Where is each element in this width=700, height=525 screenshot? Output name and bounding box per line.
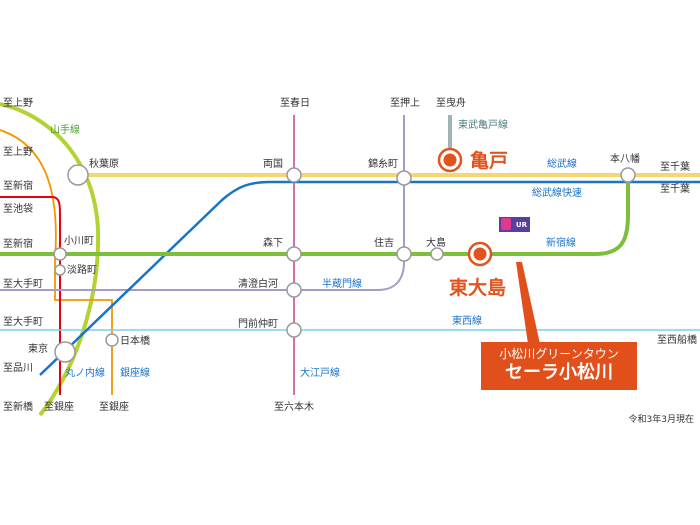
direction-shinbashi: 至新橋 (3, 400, 33, 413)
station-label-morishita: 森下 (263, 236, 283, 249)
direction-otemachi-2: 至大手町 (3, 315, 43, 328)
marunouchi-line (0, 196, 61, 395)
station-marker-motoyawata[interactable] (620, 167, 636, 183)
direction-ginza-1: 至銀座 (44, 400, 74, 413)
callout-pointer (516, 262, 540, 344)
direction-ueno-2: 至上野 (3, 146, 33, 158)
hanzomon-line (0, 115, 405, 291)
direction-oshiage: 至押上 (390, 96, 420, 109)
direction-chiba-2: 至千葉 (660, 182, 690, 195)
station-label-kameido: 亀戸 (470, 150, 508, 172)
sobu-rapid-line (39, 180, 700, 376)
station-marker-ogawamachi[interactable] (53, 247, 67, 261)
station-marker-ojima[interactable] (430, 247, 444, 261)
direction-ikebukuro: 至池袋 (3, 202, 33, 215)
property-callout-subtitle: 小松川グリーンタウン (499, 347, 619, 361)
ur-logo-mark (501, 218, 511, 230)
ur-logo: UR (499, 217, 530, 232)
oedo-line-label: 大江戸線 (300, 366, 340, 379)
station-label-higashiojima: 東大島 (449, 276, 506, 299)
marunouchi-line-label: 丸ノ内線 (65, 366, 105, 379)
tobu-kameido-line-label: 東武亀戸線 (458, 118, 508, 131)
station-marker-kinshicho[interactable] (396, 170, 412, 186)
station-label-akihabara: 秋葉原 (89, 157, 119, 170)
station-marker-morishita[interactable] (286, 246, 302, 262)
direction-otemachi-1: 至大手町 (3, 277, 43, 290)
station-label-tokyo: 東京 (28, 342, 48, 355)
direction-shinjuku-2: 至新宿 (3, 237, 33, 250)
station-marker-tokyo[interactable] (54, 341, 76, 363)
station-label-monzen: 門前仲町 (238, 317, 278, 330)
direction-ueno-1: 至上野 (3, 97, 33, 109)
ginza-line-label: 銀座線 (120, 366, 150, 379)
direction-ginza-2: 至銀座 (99, 400, 129, 413)
station-marker-sumiyoshi[interactable] (396, 246, 412, 262)
yamanote-line-label: 山手線 (50, 123, 80, 136)
station-marker-kameido-dot (443, 153, 457, 167)
direction-hikifune: 至曳舟 (436, 96, 466, 109)
station-label-ryogoku: 両国 (263, 158, 283, 170)
direction-kasuga: 至春日 (280, 97, 310, 109)
tozai-line-label: 東西線 (452, 314, 482, 327)
sobu-rapid-line-label: 総武線快速 (532, 186, 582, 199)
shinjuku-line-label: 新宿線 (546, 236, 576, 249)
direction-nishifunabashi: 至西船橋 (657, 333, 697, 346)
station-marker-ryogoku[interactable] (286, 167, 302, 183)
station-marker-higashiojima-dot (473, 247, 487, 261)
station-label-sumiyoshi: 住吉 (374, 236, 394, 249)
property-callout[interactable]: 小松川グリーンタウン セーラ小松川 (481, 342, 637, 390)
station-marker-kiyosumi[interactable] (286, 282, 302, 298)
hanzomon-line-label: 半蔵門線 (322, 277, 362, 290)
station-label-kinshicho: 錦糸町 (368, 157, 398, 170)
station-label-awajicho: 淡路町 (67, 263, 97, 276)
direction-shinagawa: 至品川 (3, 362, 33, 374)
station-label-motoyawata: 本八幡 (610, 152, 640, 165)
ur-logo-text: UR (515, 220, 527, 229)
station-marker-awajicho[interactable] (54, 264, 66, 276)
sobu-line-label: 総武線 (547, 157, 577, 170)
direction-roppongi: 至六本木 (274, 400, 314, 413)
date-note: 令和3年3月現在 (628, 415, 694, 425)
station-label-kiyosumi: 清澄白河 (238, 277, 278, 290)
direction-shinjuku-1: 至新宿 (3, 179, 33, 192)
station-marker-monzen[interactable] (286, 322, 302, 338)
yamanote-line (0, 102, 101, 417)
station-label-nihonbashi: 日本橋 (120, 334, 150, 347)
property-callout-title: セーラ小松川 (505, 362, 613, 383)
shinjuku-line (0, 175, 630, 256)
station-marker-nihonbashi[interactable] (105, 333, 119, 347)
station-marker-akihabara[interactable] (67, 164, 89, 186)
station-label-ojima: 大島 (426, 236, 446, 249)
direction-chiba-1: 至千葉 (660, 160, 690, 173)
station-label-ogawamachi: 小川町 (64, 235, 94, 247)
ginza-line (0, 129, 113, 395)
